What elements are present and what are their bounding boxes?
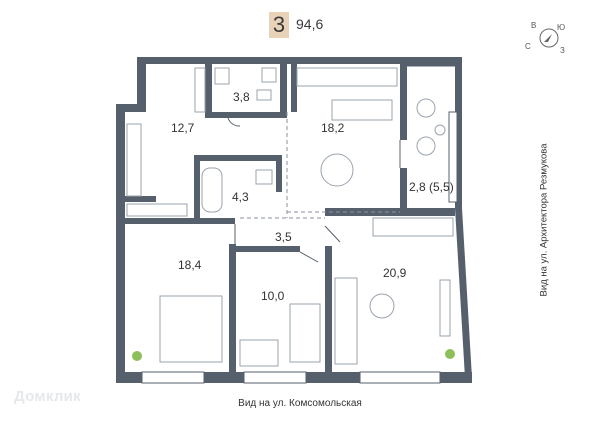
outer-wall-right-lower — [455, 208, 472, 378]
wall-mid-top — [236, 246, 300, 252]
living-wardrobe — [372, 217, 454, 237]
compass-north: В — [531, 21, 537, 30]
kitchen-island — [331, 99, 393, 121]
wardrobe-hall — [126, 123, 142, 197]
tv-unit — [439, 279, 451, 337]
sink-small — [214, 67, 230, 85]
desk — [239, 339, 279, 367]
area-living-room: 20,9 — [383, 266, 407, 280]
outer-wall-left-upper — [116, 104, 125, 202]
window-living — [359, 371, 441, 384]
bedroom-wardrobe — [126, 203, 188, 217]
area-bedroom-left: 18,4 — [178, 258, 202, 272]
area-bathroom-large: 4,3 — [232, 190, 249, 204]
rooms-count-badge: 3 — [269, 12, 289, 38]
area-corridor: 3,5 — [275, 230, 292, 244]
area-hall: 12,7 — [171, 121, 195, 135]
wall-bath-small-bottom — [212, 112, 287, 118]
toilet-large — [255, 169, 273, 185]
plant-icon — [445, 349, 455, 359]
area-bedroom-middle: 10,0 — [261, 289, 285, 303]
wall-kitchen-left — [291, 64, 297, 112]
wall-hall-bath — [205, 64, 212, 118]
window-right — [448, 111, 458, 203]
wall-mid-right — [325, 246, 332, 372]
door-living — [324, 225, 341, 243]
wall-bedroom-top — [125, 218, 235, 224]
window-bedroom-mid — [243, 371, 307, 384]
door-bedroom-mid — [299, 251, 319, 263]
toilet-small — [256, 89, 272, 101]
view-bottom-label: Вид на ул. Комсомольская — [238, 398, 362, 409]
washer — [261, 67, 277, 83]
wall-hall-bottom — [125, 196, 156, 202]
wall-living-top — [325, 208, 455, 216]
window-bedroom-left — [141, 371, 205, 384]
total-area-label: 94,6 — [296, 16, 324, 32]
view-right-label: Вид на ул. Архитектора Резмукова — [538, 143, 550, 297]
wall-bath-large-right — [276, 161, 282, 192]
wall-bath-large-left — [194, 155, 200, 218]
wall-bedroom-right — [229, 244, 236, 372]
wall-balcony-left-low — [400, 168, 407, 208]
bed-mid — [289, 303, 321, 363]
outer-wall-top — [137, 57, 420, 64]
bathtub-small — [194, 67, 206, 113]
living-table — [369, 293, 395, 319]
armchair-1 — [416, 98, 436, 118]
wall-bath-large-top — [194, 155, 282, 161]
area-bathroom-small: 3,8 — [233, 90, 250, 104]
outer-wall-right-step — [400, 57, 462, 66]
coffee-table — [434, 124, 446, 136]
area-balcony: 2,8 (5,5) — [409, 180, 454, 194]
sofa — [334, 277, 358, 365]
wall-entry — [116, 104, 146, 112]
watermark-logo: Домклик — [14, 388, 81, 405]
kitchen-counter — [296, 67, 398, 87]
wall-balcony-left — [400, 64, 407, 140]
area-kitchen: 18,2 — [321, 121, 345, 135]
bed — [159, 295, 223, 363]
bathtub-large — [201, 167, 223, 213]
door-hall-bath — [227, 117, 241, 127]
outer-wall-left-lower — [116, 202, 125, 383]
armchair-2 — [416, 136, 436, 156]
wall-bath-small-right — [280, 64, 287, 112]
plant-icon — [132, 351, 142, 361]
compass-east: Ю — [557, 23, 566, 32]
compass-icon — [525, 20, 575, 56]
compass-west: С — [525, 42, 531, 51]
outer-wall-left-top — [137, 57, 146, 104]
compass-south: З — [560, 46, 565, 55]
dining-table — [320, 153, 354, 187]
